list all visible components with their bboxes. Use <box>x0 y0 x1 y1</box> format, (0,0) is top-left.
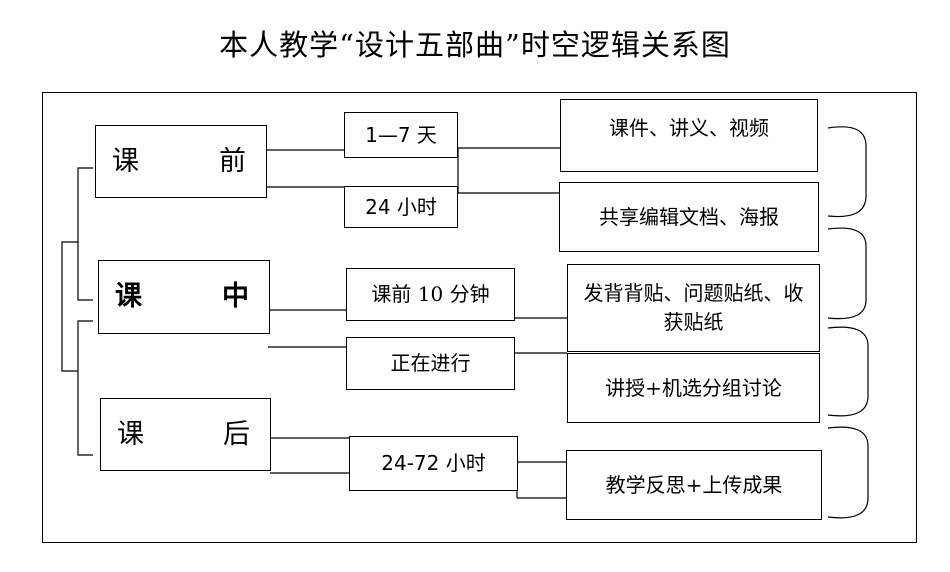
diagram-title: 本人教学“设计五部曲”时空逻辑关系图 <box>219 28 731 62</box>
right-brace-2 <box>827 227 867 320</box>
activity-box: 讲授+机选分组讨论 <box>567 353 820 423</box>
stage-box-mid: 课 中 <box>98 260 270 334</box>
time-box: 课前 10 分钟 <box>346 268 515 321</box>
right-brace-3 <box>827 326 869 417</box>
stage-char: 课 <box>112 145 139 177</box>
stage-box-post: 课 后 <box>100 398 271 471</box>
time-box: 24-72 小时 <box>349 436 518 491</box>
diagram-frame <box>42 92 917 543</box>
activity-box: 发背背贴、问题贴纸、收获贴纸 <box>567 264 820 352</box>
stage-char: 前 <box>219 145 246 177</box>
stage-char: 中 <box>222 281 249 313</box>
time-box: 正在进行 <box>346 337 515 390</box>
left-bracket-upper <box>77 167 93 301</box>
time-box: 1—7 天 <box>344 112 458 158</box>
stage-char: 课 <box>117 418 144 450</box>
stage-char: 课 <box>115 281 142 313</box>
stage-char: 后 <box>223 418 250 450</box>
activity-box: 课件、讲义、视频 <box>560 99 818 172</box>
left-bracket-outer <box>61 241 78 372</box>
stage-box-pre: 课 前 <box>95 125 267 198</box>
activity-box: 教学反思+上传成果 <box>566 450 822 520</box>
time-box: 24 小时 <box>344 186 458 228</box>
right-brace-1 <box>827 126 867 218</box>
activity-box: 共享编辑文档、海报 <box>559 182 819 252</box>
left-bracket-lower <box>77 320 93 456</box>
right-brace-4 <box>827 426 869 519</box>
